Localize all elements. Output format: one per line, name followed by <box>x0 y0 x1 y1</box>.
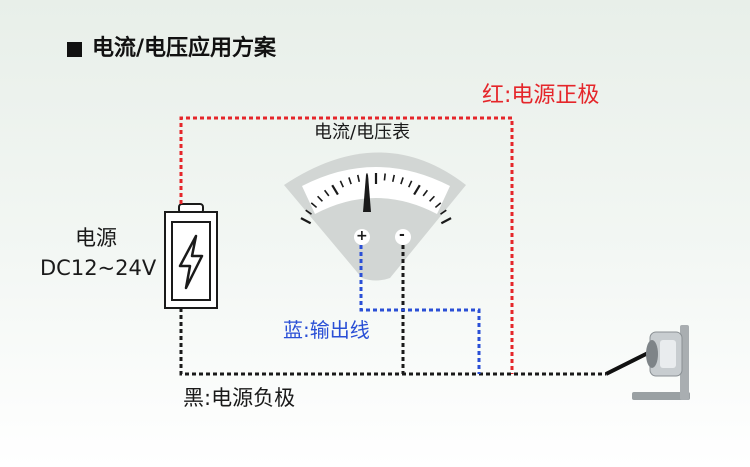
blue-wire-label: 蓝:输出线 <box>283 318 370 342</box>
scale-tick <box>331 184 339 196</box>
power-label: 电源 <box>75 226 117 250</box>
scale-tick <box>422 189 429 197</box>
scale-tick <box>407 180 413 188</box>
scale-tick <box>305 209 312 215</box>
red-wire <box>179 116 514 374</box>
black-wire-label: 黑:电源负极 <box>183 386 296 410</box>
battery-icon <box>164 211 218 309</box>
meter-label: 电流/电压表 <box>314 122 411 143</box>
scale-tick <box>440 209 447 215</box>
scale-tick <box>440 217 452 225</box>
battery-inner <box>171 221 211 301</box>
scale-tick <box>323 189 330 197</box>
lightning-bolt-icon <box>178 234 204 290</box>
meter-needle-icon <box>363 175 371 212</box>
scale-tick <box>317 195 323 202</box>
scale-tick <box>348 177 352 185</box>
scale-tick <box>413 184 421 196</box>
scale-tick <box>339 180 345 188</box>
scale-tick <box>400 177 404 185</box>
scale-tick <box>310 202 318 209</box>
sensor-device-icon <box>605 325 690 400</box>
scale-tick <box>391 174 396 182</box>
scale-tick <box>356 174 361 182</box>
scale-tick <box>434 202 442 209</box>
page-title: 电流/电压应用方案 <box>92 36 277 61</box>
scale-tick <box>383 173 386 181</box>
scale-tick <box>429 195 435 202</box>
scale-tick <box>300 217 312 225</box>
power-voltage-label: DC12~24V <box>40 256 157 280</box>
meter-plus-terminal <box>354 229 370 245</box>
square-bullet-icon <box>67 42 82 57</box>
black-wire <box>179 308 606 376</box>
meter-scale-window <box>302 167 450 214</box>
red-wire-label: 红:电源正极 <box>482 83 600 108</box>
meter-plus-sign: + <box>356 228 368 244</box>
meter-minus-sign: - <box>399 227 405 243</box>
meter-minus-terminal <box>395 229 411 245</box>
